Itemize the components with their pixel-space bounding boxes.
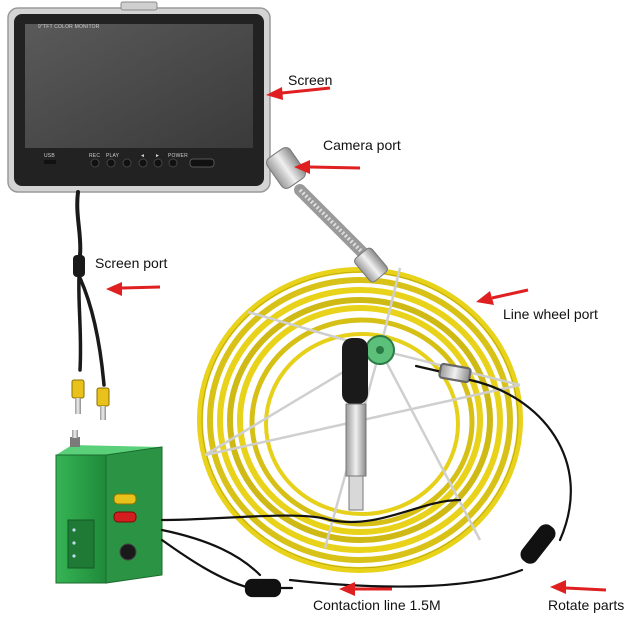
monitor-button-label: ◄ (140, 153, 146, 159)
arrow-left-icon (106, 282, 122, 296)
label-screen: Screen (288, 72, 333, 88)
arrow-screen (266, 86, 331, 100)
arrow-screen-port (106, 282, 161, 296)
label-line-wheel-port: Line wheel port (503, 306, 598, 322)
arrow-camera-port (294, 160, 361, 174)
monitor-brand-text: 9"TFT COLOR MONITOR (38, 24, 100, 30)
label-camera-port: Camera port (323, 137, 401, 153)
monitor (7, 1, 271, 193)
arrow-left-icon (550, 580, 566, 594)
arrow-left-icon (294, 160, 310, 174)
arrow-left-icon (266, 87, 283, 100)
monitor-handle (120, 1, 158, 11)
control-box (55, 430, 163, 584)
monitor-button-label: POWER (168, 153, 188, 159)
label-rotate-parts: Rotate parts (548, 597, 625, 613)
label-screen-port: Screen port (95, 255, 168, 271)
connection-cables (160, 362, 572, 598)
cable-reel (197, 267, 523, 573)
arrow-left-icon (476, 291, 494, 305)
monitor-button-label: REC (89, 153, 101, 159)
camera-probe (266, 147, 388, 283)
monitor-button-label: USB (44, 153, 55, 159)
arrow-left-icon (339, 582, 355, 596)
arrow-rotate-parts (550, 580, 607, 594)
monitor-button-label: ► (155, 153, 161, 159)
monitor-screen (25, 24, 253, 148)
arrow-contaction-line (339, 582, 392, 596)
arrow-line-wheel-port (476, 288, 529, 305)
screen-cable (71, 190, 110, 420)
monitor-button-label: PLAY (106, 153, 120, 159)
label-contaction-line: Contaction line 1.5M (313, 597, 441, 613)
